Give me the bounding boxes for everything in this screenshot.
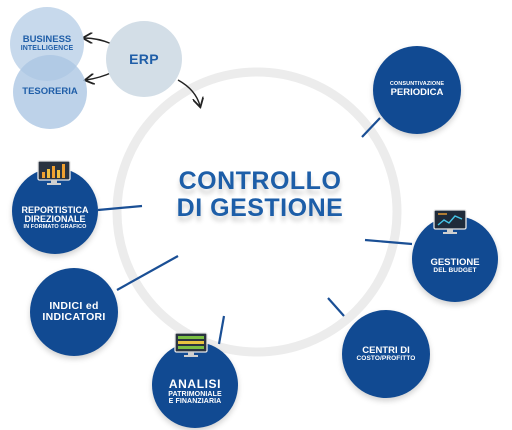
erp-label: ERP: [129, 50, 159, 67]
analisi-label-line3: E FINANZIARIA: [168, 398, 222, 406]
consuntivazione-label-line2: PERIODICA: [390, 86, 444, 98]
erp-node[interactable]: ERP: [106, 21, 182, 97]
arrow-erp-to-bi: [84, 38, 113, 45]
tesoreria-label: TESORERIA: [22, 86, 78, 98]
consuntivazione-label-line1: CONSUNTIVAZIONE: [389, 81, 445, 88]
central-ring: [112, 67, 402, 357]
tesoreria-node[interactable]: TESORERIA: [13, 55, 87, 129]
analisi-spreadsheet-monitor-icon: [174, 332, 208, 357]
centri-label-line2: COSTO/PROFITTO: [356, 354, 416, 362]
connector-analisi: [217, 315, 226, 345]
indici-label-line2: INDICATORI: [42, 311, 106, 323]
arrow-erp-to-center: [177, 79, 200, 106]
centri-label-line1: CENTRI DI: [362, 344, 410, 356]
analisi-label-line2: PATRIMONIALE: [168, 390, 222, 398]
connector-budget: [364, 238, 413, 246]
indici-indicatori-node[interactable]: INDICI ed INDICATORI: [30, 268, 118, 356]
reportistica-label-line1: REPORTISTICA: [21, 204, 89, 215]
connector-consuntivazione: [361, 117, 381, 138]
gestione-budget-node[interactable]: GESTIONE DEL BUDGET: [412, 216, 498, 302]
budget-label-line2: DEL BUDGET: [433, 266, 477, 274]
budget-label-line1: GESTIONE: [430, 256, 480, 268]
central-title-line1: CONTROLLO: [178, 167, 342, 195]
central-title: CONTROLLO DI GESTIONE: [150, 168, 370, 222]
analisi-label-line1: ANALISI: [168, 377, 222, 392]
connector-indici: [116, 255, 179, 291]
connector-centri: [327, 297, 345, 317]
reportistica-label-line2: DIREZIONALE: [24, 214, 86, 225]
central-title-line2: DI GESTIONE: [176, 194, 344, 222]
centri-costo-profitto-node[interactable]: CENTRI DI COSTO/PROFITTO: [342, 310, 430, 398]
reportistica-bar-chart-monitor-icon: [37, 160, 71, 185]
bi-label-line2: INTELLIGENCE: [20, 45, 74, 53]
reportistica-label-line3: IN FORMATO GRAFICO: [23, 223, 87, 230]
connector-reportistica: [97, 204, 143, 212]
consuntivazione-periodica-node[interactable]: CONSUNTIVAZIONE PERIODICA: [373, 46, 461, 134]
bi-label-line1: BUSINESS: [22, 34, 72, 46]
budget-chart-monitor-icon: [433, 209, 467, 234]
indici-label-line1: INDICI ed: [49, 299, 99, 312]
